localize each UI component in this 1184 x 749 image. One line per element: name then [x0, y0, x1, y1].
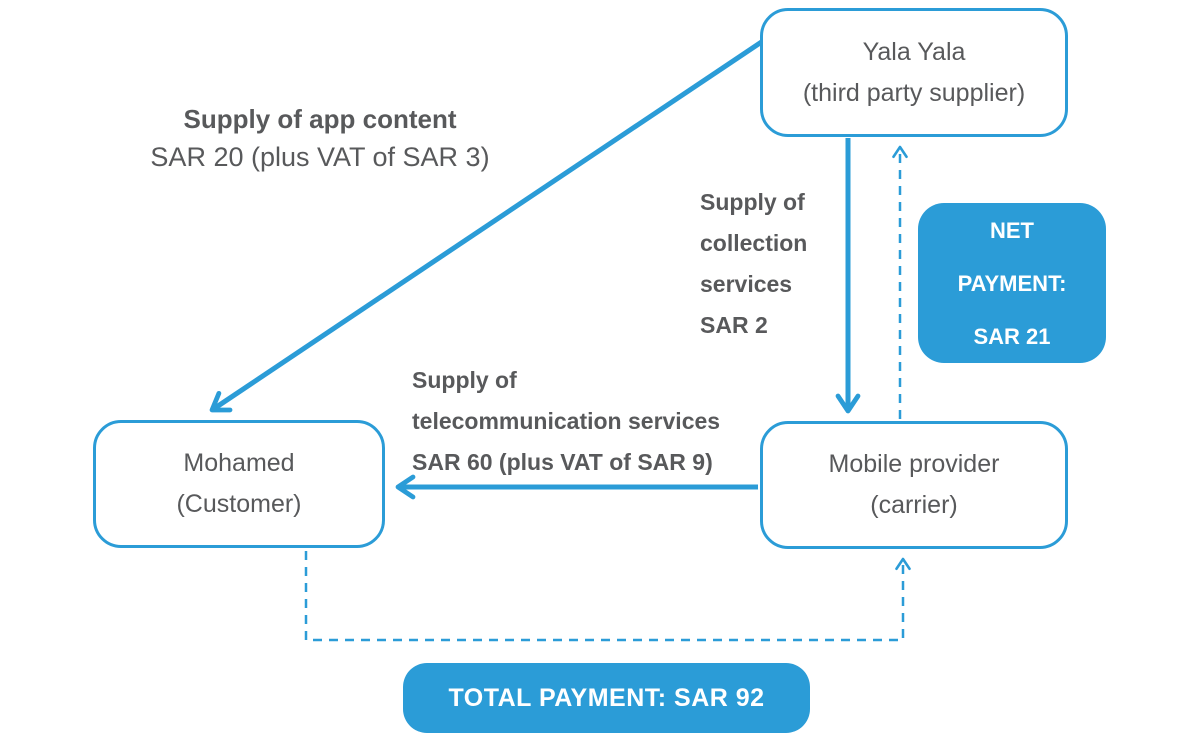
edge-label-supply-telecom-services: Supply of telecommunication services SAR…	[412, 360, 720, 483]
edge-label-line: telecommunication services	[412, 408, 721, 434]
edge-label-line: Supply of app content	[183, 104, 457, 134]
edge-label-line: SAR 20 (plus VAT of SAR 3)	[150, 142, 490, 172]
node-label-line: Mobile provider	[828, 450, 1000, 478]
badge-line: SAR 21	[973, 323, 1051, 349]
node-label-line: Yala Yala	[862, 37, 966, 66]
edge-label-line: collection	[700, 230, 808, 256]
node-mobile-provider-carrier: Mobile provider (carrier)	[760, 421, 1068, 549]
node-mohamed-customer: Mohamed (Customer)	[93, 420, 385, 548]
edge-label-line: SAR 2	[700, 312, 768, 338]
edge-label-supply-app-content: Supply of app content SAR 20 (plus VAT o…	[140, 100, 500, 176]
edge-label-line: SAR 60 (plus VAT of SAR 9)	[412, 449, 713, 475]
badge-line: TOTAL PAYMENT: SAR 92	[448, 683, 765, 712]
total-payment-badge: TOTAL PAYMENT: SAR 92	[403, 663, 810, 733]
badge-line: NET	[990, 217, 1034, 243]
node-yala-yala-supplier: Yala Yala (third party supplier)	[760, 8, 1068, 137]
net-payment-badge: NET PAYMENT: SAR 21	[918, 203, 1106, 363]
edge-label-line: services	[700, 271, 793, 297]
edge-label-line: Supply of	[412, 367, 517, 393]
badge-line: PAYMENT:	[957, 270, 1067, 296]
node-label-line: (Customer)	[176, 490, 302, 518]
edge-label-line: Supply of	[700, 189, 805, 215]
node-label-line: (third party supplier)	[802, 78, 1026, 107]
edge-label-supply-collection-services: Supply of collection services SAR 2	[700, 182, 807, 346]
arrow-total-payment-dashed	[304, 551, 911, 642]
node-label-line: (carrier)	[870, 491, 958, 519]
arrow-supply-app-content	[209, 38, 765, 413]
node-label-line: Mohamed	[183, 449, 295, 477]
